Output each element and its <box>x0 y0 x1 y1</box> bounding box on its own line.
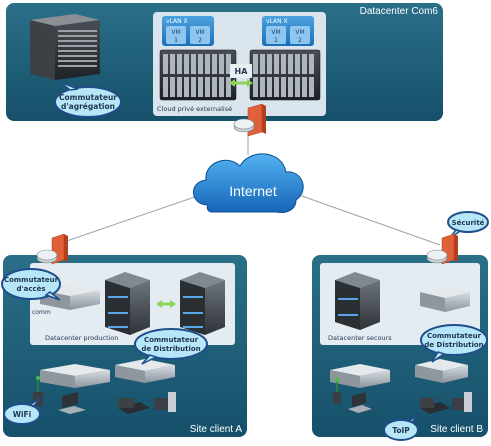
site-b-distribution-bubble-line2: de Distribution <box>424 341 483 349</box>
site-a-title: Site client A <box>190 424 243 435</box>
site-b-panel: Datacenter secours Site client B <box>312 255 488 437</box>
site-b-distribution-bubble: Commutateur de Distribution <box>420 324 488 363</box>
ha-label: HA <box>235 67 249 76</box>
aggregation-switch <box>30 14 100 80</box>
site-b-core-switch <box>420 286 470 312</box>
vlan-1-label: vLAN X <box>166 18 188 25</box>
aggregation-bubble-line2: d'agrégation <box>61 102 115 111</box>
site-a-distribution-bubble-line2: de Distribution <box>141 345 200 353</box>
site-a-wifi-bubble: WiFi <box>3 397 41 425</box>
vlan-2-vm-2-label: VM <box>295 29 304 36</box>
vlan-2-label: vLAN X <box>266 18 288 25</box>
site-a-distribution-bubble: Commutateur de Distribution <box>134 328 208 365</box>
site-a-panel: Datacenter production comm Site client A <box>3 255 247 437</box>
datacenter-router <box>233 118 255 133</box>
vlan-2-vm-2-num: 2 <box>298 37 302 44</box>
link-internet-site-a <box>54 189 216 246</box>
site-a-distribution-switch <box>115 359 175 383</box>
vlan-2-vm-1-num: 1 <box>274 37 278 44</box>
vlan-1-vm-2-num: 2 <box>198 37 202 44</box>
vlan-box-2: vLAN X VM 1 VM 2 <box>262 16 314 46</box>
site-b-security-bubble-label: Sécurité <box>452 219 485 227</box>
vlan-2-vm-1-label: VM <box>271 29 280 36</box>
site-b-wifi-ap <box>333 378 341 404</box>
site-b-title: Site client B <box>430 424 483 435</box>
site-b-router <box>426 249 448 264</box>
site-a-wifi-switch <box>40 364 110 388</box>
internet-label: Internet <box>229 183 277 199</box>
vlan-1-vm-1-num: 1 <box>174 37 178 44</box>
blade-enclosure-left <box>159 49 237 101</box>
site-b-distribution-switch <box>415 359 468 383</box>
site-a-router <box>36 249 58 264</box>
site-b-access-switch <box>330 364 390 388</box>
vlan-1-vm-1-label: VM <box>171 29 180 36</box>
site-a-comm-label: comm <box>32 309 51 316</box>
site-a-workstation <box>154 392 176 412</box>
site-b-toip-bubble-label: ToIP <box>392 426 410 435</box>
datacenter-panel: Datacenter Com6 Commutateur d'agrégation <box>6 3 443 121</box>
site-a-access-bubble-line1: Commutateur <box>4 276 59 284</box>
site-a-laptop <box>58 392 86 414</box>
site-a-access-bubble: Commutateur d'accès <box>1 268 61 301</box>
private-cloud-label: Cloud privé externalisé <box>157 105 232 113</box>
aggregation-bubble-line1: Commutateur <box>59 93 117 102</box>
aggregation-bubble: Commutateur d'agrégation <box>54 81 122 118</box>
site-a-ip-phone <box>118 398 150 414</box>
ha-arrow: HA <box>229 64 253 87</box>
datacenter-title: Datacenter Com6 <box>360 6 439 17</box>
site-b-distribution-bubble-line1: Commutateur <box>427 332 482 340</box>
site-b-ip-phone <box>420 398 450 414</box>
site-a-replication-arrow <box>156 300 176 308</box>
site-a-datacenter-label: Datacenter production <box>45 334 118 342</box>
site-a-server-stack-2 <box>180 272 225 335</box>
site-b-laptop <box>348 392 372 413</box>
site-b-toip-bubble: ToIP <box>383 413 421 441</box>
site-a-server-stack-1 <box>105 272 150 335</box>
vlan-1-vm-2-label: VM <box>195 29 204 36</box>
blade-enclosure-right <box>249 49 321 101</box>
site-b-server-stack <box>335 272 380 330</box>
vlan-box-1: vLAN X VM 1 VM 2 <box>162 16 214 46</box>
site-a-wifi-bubble-label: WiFi <box>13 410 32 419</box>
internet-cloud: Internet <box>193 153 304 213</box>
site-b-datacenter-label: Datacenter secours <box>328 334 392 342</box>
site-a-distribution-bubble-line1: Commutateur <box>144 336 199 344</box>
site-b-workstation <box>452 392 472 412</box>
site-a-access-bubble-line2: d'accès <box>16 285 45 293</box>
link-internet-site-b <box>284 189 441 246</box>
